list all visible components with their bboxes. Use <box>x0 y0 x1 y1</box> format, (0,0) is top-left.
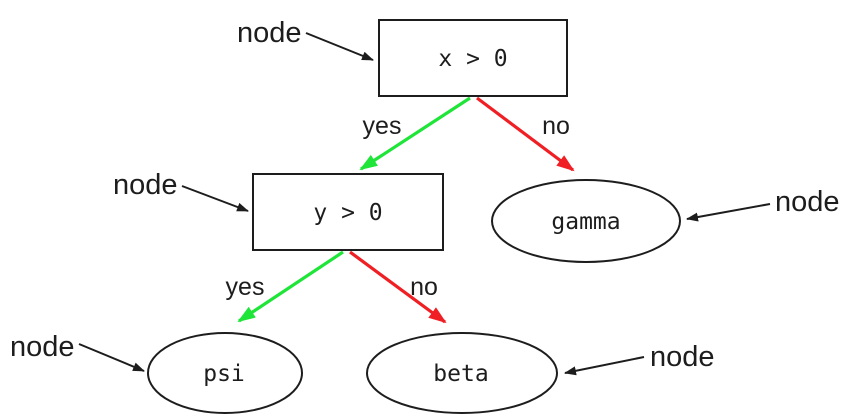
annotation-label: node <box>113 169 178 201</box>
annotation-label: node <box>775 186 840 218</box>
annotation-root: node <box>237 17 374 61</box>
annotation-label: node <box>10 331 75 363</box>
edge-root-yes <box>359 96 471 171</box>
edge-root-no <box>476 96 575 172</box>
annotation-beta: node <box>564 341 715 376</box>
annotation-arrow <box>305 32 374 61</box>
node-psi: psi <box>147 332 303 414</box>
annotation-psi: node <box>10 331 145 372</box>
node-gamma: gamma <box>491 179 681 263</box>
node-psi-label: psi <box>203 361 245 387</box>
edge-y-yes <box>237 250 344 323</box>
edge-label-no-root: no <box>542 112 570 140</box>
node-psi-ellipse <box>147 332 303 414</box>
node-gamma-label: gamma <box>551 209 620 235</box>
edge-y-no <box>349 250 447 324</box>
annotation-label: node <box>650 341 715 373</box>
annotation-arrow <box>686 203 771 222</box>
annotation-arrow <box>564 356 645 376</box>
node-x-gt-0: x > 0 <box>378 19 568 97</box>
edge-label-no-y: no <box>410 273 438 301</box>
node-y-gt-0-label: y > 0 <box>313 200 382 226</box>
node-gamma-ellipse <box>491 179 681 263</box>
annotation-arrow <box>78 343 145 372</box>
node-beta-ellipse <box>366 332 558 414</box>
node-beta-label: beta <box>433 361 488 387</box>
annotation-label: node <box>237 17 302 49</box>
annotation-arrow <box>181 185 249 212</box>
annotation-gamma: node <box>686 186 840 222</box>
edge-label-yes-root: yes <box>363 112 402 140</box>
node-y-gt-0: y > 0 <box>252 173 444 251</box>
edges: yes no yes no <box>226 96 575 324</box>
node-x-gt-0-box <box>378 19 568 97</box>
node-x-gt-0-label: x > 0 <box>438 46 507 72</box>
annotation-y: node <box>113 169 249 212</box>
node-beta: beta <box>366 332 558 414</box>
edge-label-yes-y: yes <box>226 273 265 301</box>
node-y-gt-0-box <box>252 173 444 251</box>
